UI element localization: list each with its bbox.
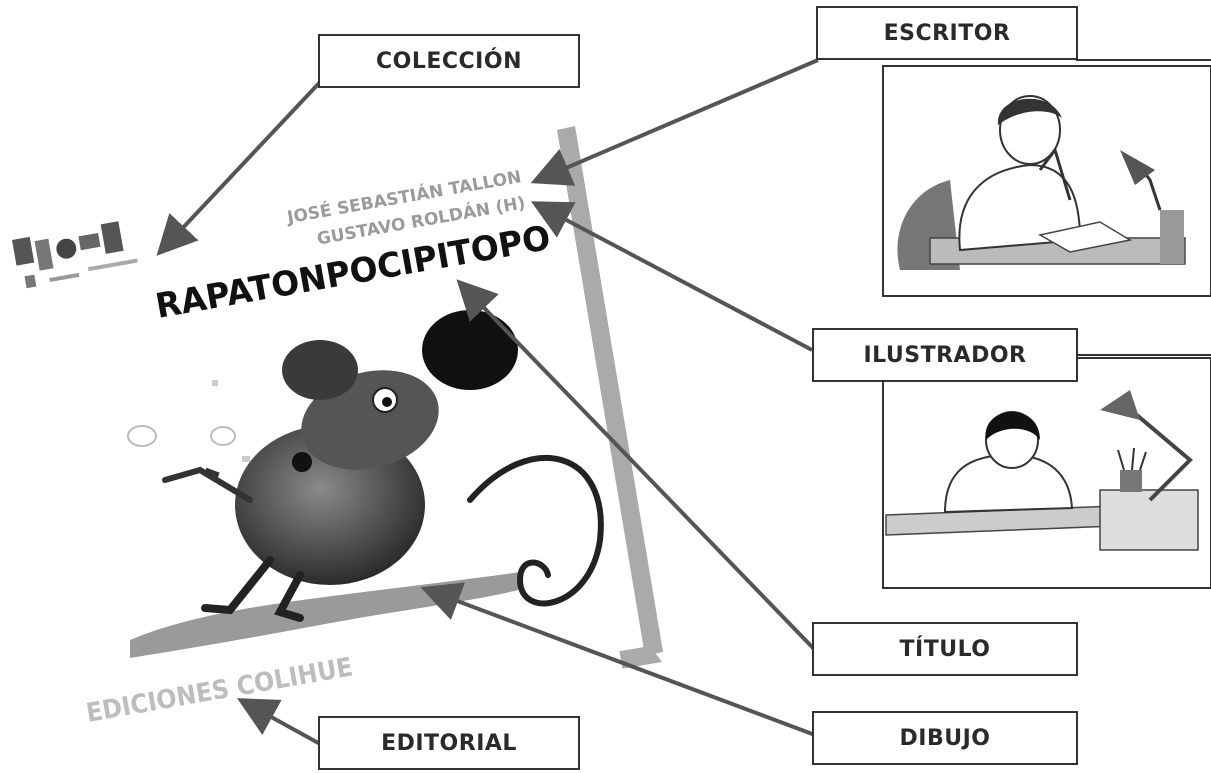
arrow-ilustrador [530, 201, 813, 352]
arrow-editorial [236, 698, 323, 747]
mouse-tail [467, 454, 604, 607]
arrow-escritor [530, 58, 819, 186]
arrows [156, 58, 819, 747]
label-editorial: EDITORIAL [318, 716, 580, 770]
writer-illustration [882, 65, 1211, 297]
label-coleccion: COLECCIÓN [318, 34, 580, 88]
illustrator-illustration [882, 357, 1211, 589]
mouse-ear-left [282, 340, 358, 400]
collection-logo [11, 221, 138, 289]
label-dibujo: DIBUJO [812, 711, 1078, 765]
book-cover: JOSÉ SEBASTIÁN TALLON GUSTAVO ROLDÁN (H)… [0, 126, 663, 773]
label-titulo: TÍTULO [812, 622, 1078, 676]
arrow-coleccion [156, 78, 324, 256]
arrow-titulo [456, 279, 817, 652]
label-ilustrador: ILUSTRADOR [812, 328, 1078, 382]
label-escritor: ESCRITOR [816, 6, 1078, 60]
arrow-dibujo [420, 582, 816, 737]
cover-shadow-right [557, 126, 663, 656]
mouse-ear-right [422, 310, 518, 390]
